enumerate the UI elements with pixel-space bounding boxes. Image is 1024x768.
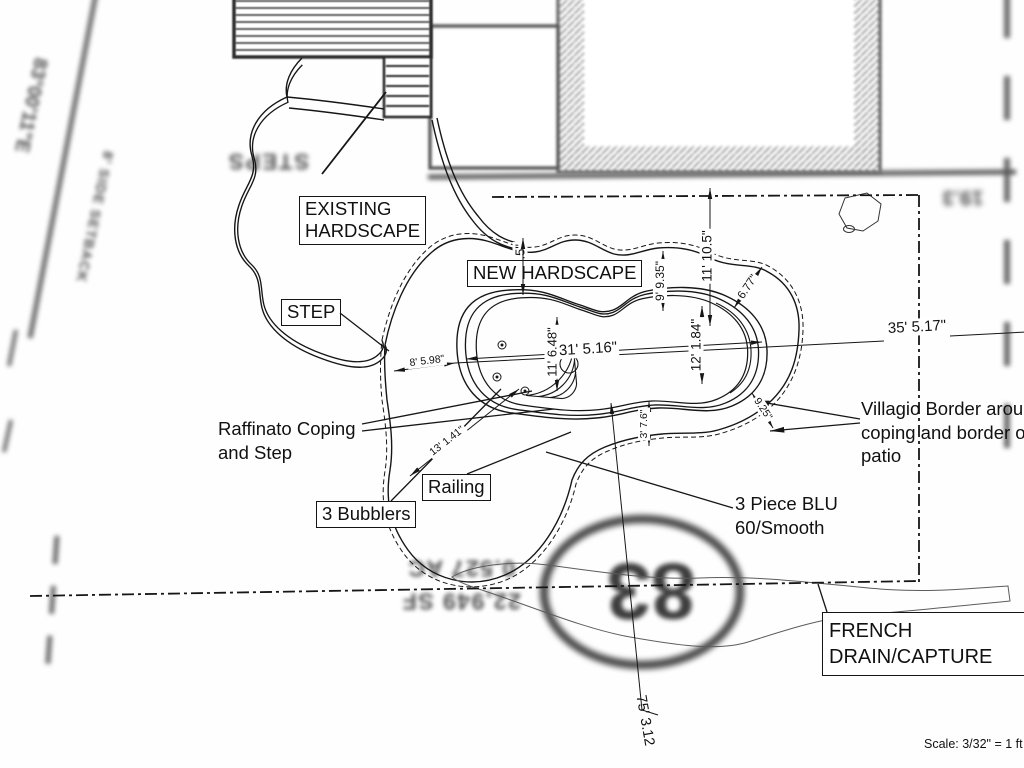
survey-dim-19-3: 19.3 <box>942 186 984 209</box>
dim-border-right-top: 6.77" <box>734 271 762 303</box>
house-wall-bottom <box>558 146 880 172</box>
label-french-drain: FRENCH DRAIN/CAPTURE <box>822 612 1024 676</box>
leader-step <box>339 312 390 352</box>
house-left-wing <box>428 24 560 170</box>
deck-boards <box>236 0 429 51</box>
steps <box>382 55 433 119</box>
survey-lot-number: 83 <box>606 547 696 636</box>
deck <box>232 0 433 59</box>
dim-border-bottom-right: 9.25" <box>750 393 776 425</box>
survey-lot-area-sf: 22,949 SF <box>401 588 521 615</box>
house-wall-left <box>558 0 584 172</box>
label-railing-line1: Railing <box>428 476 485 497</box>
dim-deck-left: 8' 5.98" <box>406 352 448 370</box>
label-villagio-line2: coping and border on <box>861 421 1024 443</box>
leader-french-drain <box>817 583 828 613</box>
survey-lot-area: 22,949 SF 0.527 AC <box>401 551 521 618</box>
label-bubblers: 3 Bubblers <box>316 501 417 528</box>
existing-hardscape-right-edge <box>431 117 522 251</box>
dim-line-75ft <box>609 402 659 716</box>
scale-note: Scale: 3/32" = 1 ft <box>924 737 1023 751</box>
survey-side-setback-text: 8' SIDE SETBACK <box>73 149 117 285</box>
label-raffinato-line1: Raffinato Coping <box>218 418 356 439</box>
dim-pool-width: 12' 1.84" <box>688 316 704 374</box>
existing-hardscape-top-edge <box>286 96 385 121</box>
house-wall-right <box>854 0 880 172</box>
dim-deck-lower-left: 13' 1.41" <box>425 422 469 460</box>
survey-lot-area-ac: 0.527 AC <box>406 555 516 581</box>
label-raffinato-line2: and Step <box>218 441 293 463</box>
bubbler-jets <box>492 340 530 396</box>
label-raffinato: Raffinato Coping and Step <box>218 417 355 464</box>
survey-underlay-lines <box>2 0 1017 677</box>
leader-blu-steps <box>545 451 734 509</box>
label-villagio-line3: patio <box>861 445 902 467</box>
dim-border-bottom: 3' 7.6" <box>638 407 650 441</box>
boulder-symbol <box>838 192 882 233</box>
leader-raffinato-1 <box>361 390 533 425</box>
dim-pool-left-width: 11' 6.48" <box>544 325 560 379</box>
dim-house-to-hardscape: 11' 10.5" <box>699 228 715 284</box>
label-blu-steps-line1: 3 Piece BLU <box>735 493 838 514</box>
label-new-hardscape-line1: NEW HARDSCAPE <box>473 262 637 283</box>
dim-to-rear-line: 75' 3.12 <box>632 693 658 748</box>
pool-bench-line <box>715 302 752 394</box>
leader-railing <box>466 431 572 475</box>
label-blu-steps-line2: 60/Smooth <box>735 516 825 538</box>
house-base-line <box>427 169 1017 180</box>
setback-line-top <box>491 194 920 198</box>
label-existing-hardscape-line2: HARDSCAPE <box>305 219 421 241</box>
house-outline <box>428 0 882 174</box>
label-step: STEP <box>281 299 342 326</box>
label-french-drain-line1: FRENCH <box>829 620 913 642</box>
label-step-line1: STEP <box>287 301 336 322</box>
dim-border-top: 9' 9.35" <box>653 259 667 303</box>
survey-lot-circle <box>539 514 745 670</box>
leader-villagio-2 <box>769 422 861 433</box>
label-french-drain-line2: DRAIN/CAPTURE <box>829 646 993 668</box>
label-existing-hardscape-line1: EXISTING <box>305 198 392 219</box>
label-railing: Railing <box>422 474 491 501</box>
survey-boundary-line <box>27 0 98 339</box>
survey-sp-text: SP <box>469 90 497 113</box>
survey-steps-text: STEPS <box>226 149 310 174</box>
survey-bearing-text: 83°00'11"E <box>10 55 51 155</box>
deck-and-steps <box>232 0 433 119</box>
property-line-rear <box>29 580 920 597</box>
dim-overall-length: 35' 5.17" <box>885 316 949 338</box>
label-bubblers-line1: 3 Bubblers <box>322 503 411 524</box>
label-villagio: Villagio Border around coping and border… <box>861 397 1024 468</box>
label-new-hardscape: NEW HARDSCAPE <box>467 260 643 287</box>
survey-bottomleft-dashed-line <box>44 535 60 677</box>
leader-steps-survey <box>321 91 387 175</box>
label-villagio-line1: Villagio Border around <box>861 398 1024 419</box>
dim-pool-length: 31' 5.16" <box>556 338 620 360</box>
survey-left-edge-marks <box>2 329 18 453</box>
label-blu-steps: 3 Piece BLU 60/Smooth <box>735 492 838 539</box>
label-existing-hardscape: EXISTING HARDSCAPE <box>299 196 427 245</box>
step-treads <box>386 65 429 107</box>
